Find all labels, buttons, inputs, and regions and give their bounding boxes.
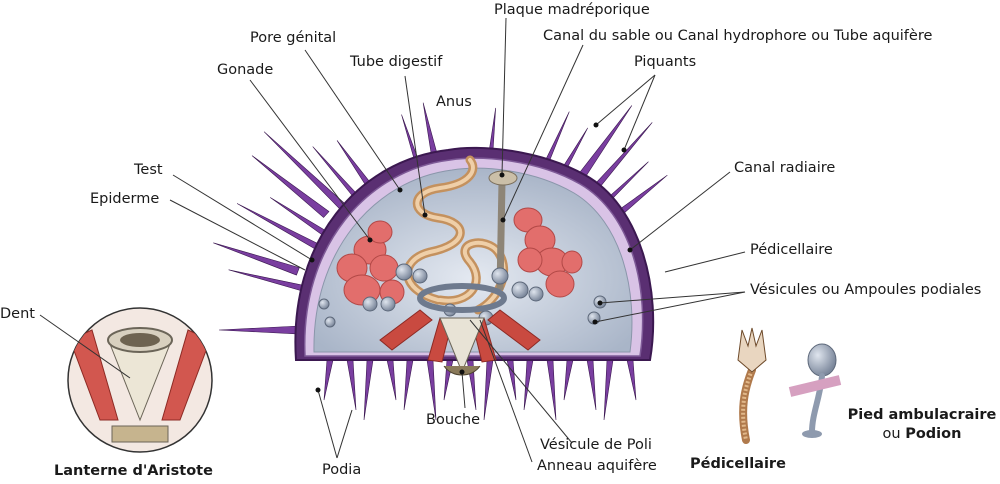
label-canal-radiaire: Canal radiaire: [734, 160, 836, 176]
caption-pedicellaire: Pédicellaire: [690, 456, 786, 472]
vesicules-podiales: [318, 263, 607, 328]
spine: [523, 359, 534, 411]
spine: [483, 359, 494, 421]
label-plaque-madreporique: Plaque madréporique: [494, 2, 650, 18]
label-tube-digestif: Tube digestif: [350, 54, 443, 70]
spine: [323, 359, 334, 401]
caption-podion: Pied ambulacraire ou Podion: [847, 407, 997, 442]
plaque-madreporique: [488, 170, 518, 186]
spine: [573, 105, 633, 185]
lantern-teeth: [439, 317, 485, 374]
leader-lines: [39, 17, 746, 463]
label-dent: Dent: [0, 306, 35, 322]
spine: [426, 359, 437, 421]
spine: [218, 325, 300, 335]
label-podia: Podia: [322, 462, 362, 478]
spine: [213, 242, 300, 276]
spine: [346, 359, 357, 411]
label-vesicules: Vésicules ou Ampoules podiales: [750, 282, 982, 298]
spine: [563, 359, 574, 401]
spine: [363, 359, 374, 421]
anneau-aquifere: [417, 283, 507, 313]
leader-dots: [309, 122, 633, 393]
spine: [251, 155, 330, 218]
caption-lanterne: Lanterne d'Aristote: [54, 463, 213, 479]
spine: [586, 359, 597, 411]
label-piquants: Piquants: [634, 54, 697, 70]
spine: [603, 359, 614, 421]
lanterne-loupe: [67, 307, 213, 453]
label-gonade: Gonade: [217, 62, 274, 78]
label-epiderme: Epiderme: [90, 191, 160, 207]
label-anneau-aquifere: Anneau aquifère: [537, 458, 657, 474]
pedicellaire-illustration: [737, 327, 767, 444]
label-pedicellaire: Pédicellaire: [750, 242, 833, 258]
spine: [386, 359, 397, 401]
label-anus: Anus: [436, 94, 472, 110]
label-canal-sable: Canal du sable ou Canal hydrophore ou Tu…: [543, 28, 933, 44]
label-bouche: Bouche: [426, 412, 481, 428]
spine: [546, 359, 557, 421]
podion-illustration: [788, 343, 842, 438]
label-vesicule-poli: Vésicule de Poli: [540, 437, 652, 453]
gonade-right: [513, 207, 583, 298]
label-pore-genital: Pore génital: [250, 30, 337, 46]
spine: [403, 359, 414, 411]
spine: [626, 359, 637, 401]
label-test: Test: [134, 162, 163, 178]
